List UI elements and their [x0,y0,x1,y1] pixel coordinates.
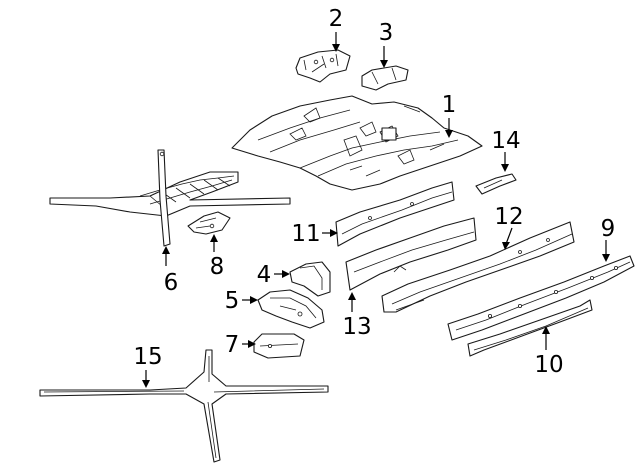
callout-7: 7 [225,332,240,358]
callout-11: 11 [291,221,320,247]
callout-13: 13 [342,314,371,340]
part-10-rail[interactable] [467,299,593,357]
part-2-bracket[interactable] [295,49,351,83]
callout-8: 8 [210,254,225,280]
part-3-bracket[interactable] [361,65,409,91]
part-7-plate[interactable] [253,333,305,359]
callout-15: 15 [133,344,162,370]
part-8-bracket[interactable] [187,211,231,235]
callout-4: 4 [257,262,272,288]
part-14-plate[interactable] [475,173,517,195]
callout-9: 9 [601,216,616,242]
callout-14: 14 [491,128,520,154]
part-1-floor-pan[interactable] [231,95,483,191]
callout-2: 2 [329,6,344,32]
callout-labels: 2 3 1 14 12 9 10 11 13 4 5 7 6 8 15 [133,6,615,378]
leader-lines [142,32,610,388]
part-12-rocker[interactable] [381,221,575,313]
part-13-rail[interactable] [345,217,477,291]
callout-10: 10 [534,352,563,378]
part-15-x-brace[interactable] [39,349,329,463]
callout-1: 1 [442,92,457,118]
callout-12: 12 [494,204,523,230]
part-6-crossmember[interactable] [49,149,291,247]
part-9-rail[interactable] [447,255,635,341]
part-5-bracket[interactable] [257,289,325,329]
part-11-rail[interactable] [335,181,455,247]
callout-6: 6 [164,270,179,296]
part-4-bracket[interactable] [289,261,331,297]
callout-3: 3 [379,20,394,46]
callout-5: 5 [225,288,240,314]
